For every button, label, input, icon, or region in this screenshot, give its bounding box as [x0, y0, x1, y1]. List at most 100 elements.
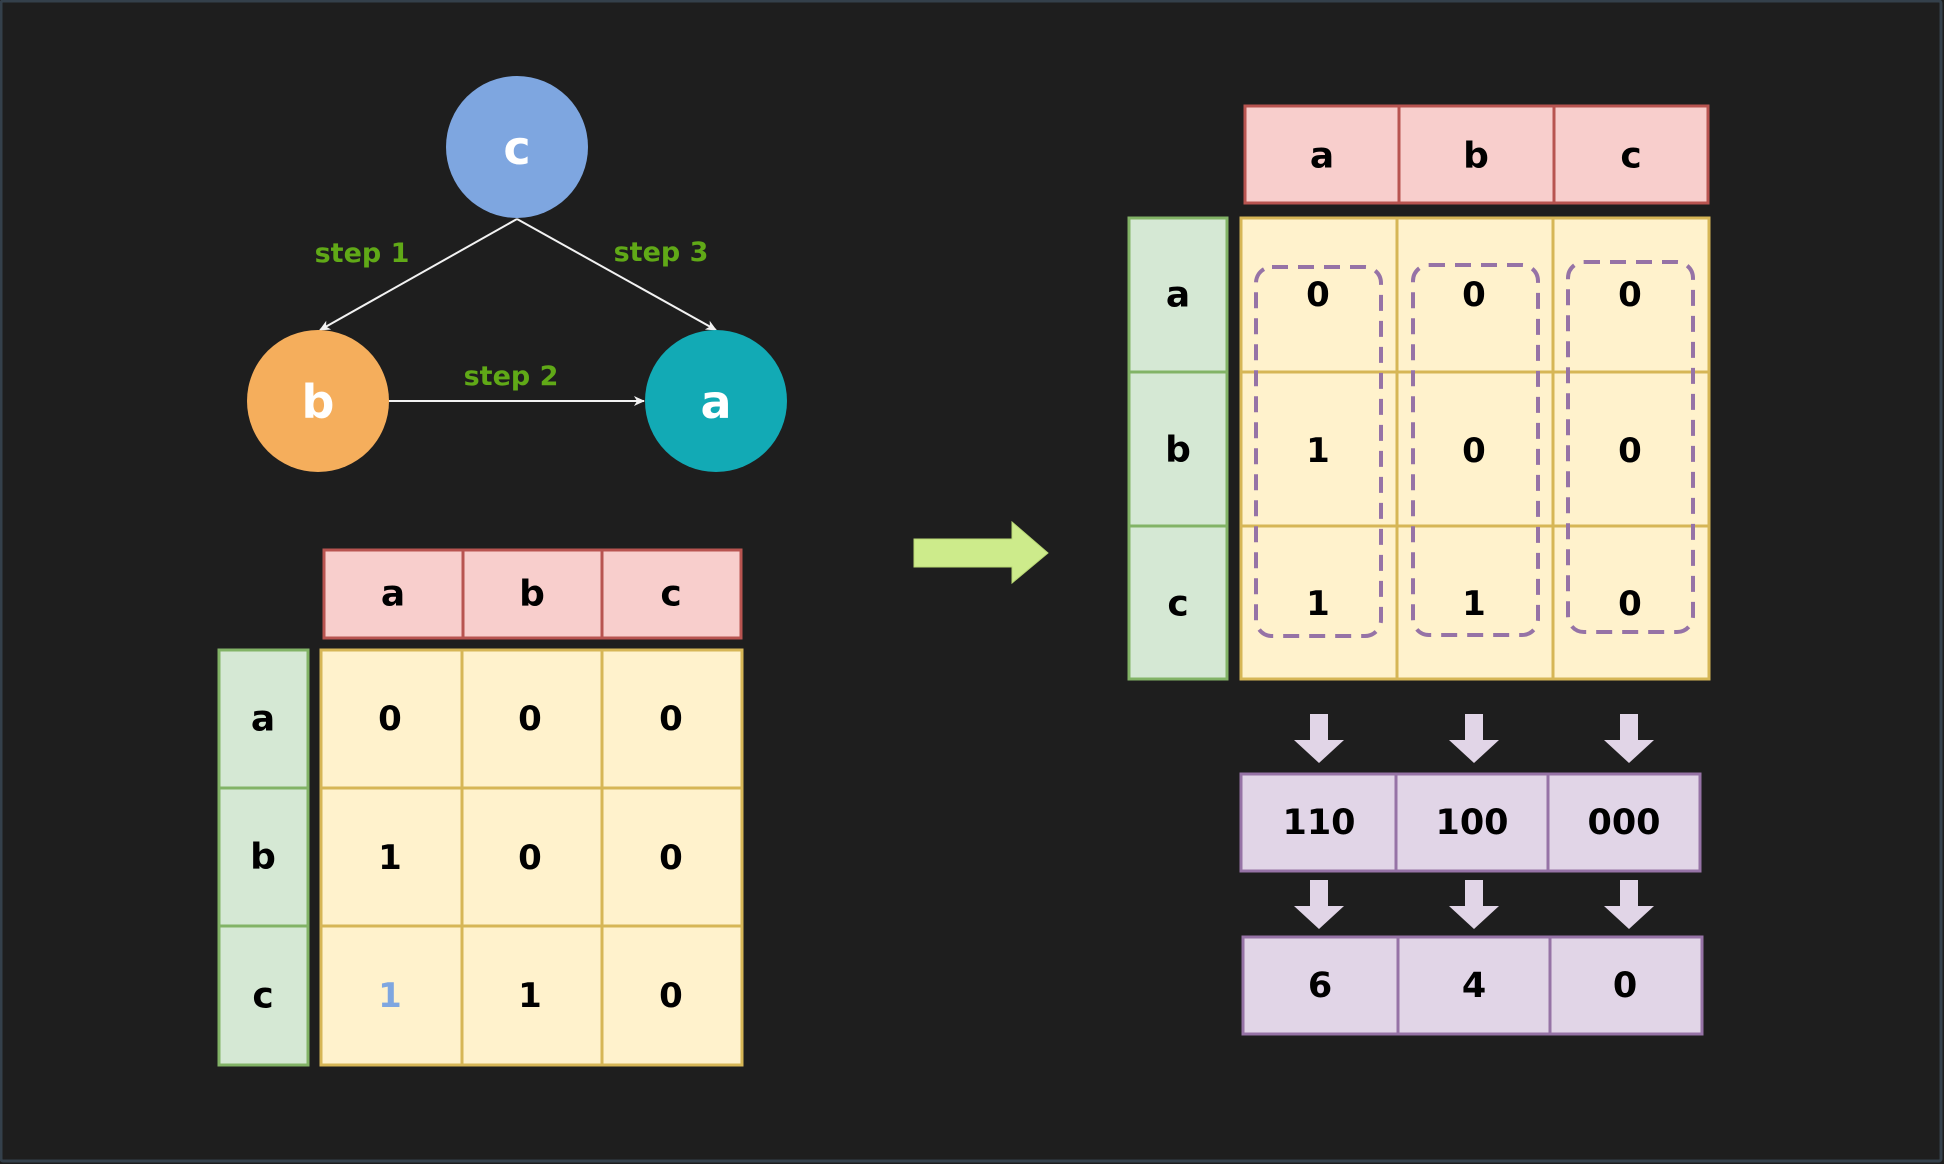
- left-matrix-cell: 0: [600, 648, 744, 790]
- right-matrix-cell-value: 1: [1306, 431, 1330, 471]
- down-arrow: [1604, 880, 1654, 929]
- node-c: c: [446, 76, 588, 218]
- right-matrix-cell-value: 0: [1618, 275, 1642, 315]
- left-matrix-row-header-b: b: [217, 786, 310, 928]
- decimal-value-cell: 6: [1241, 935, 1400, 1036]
- left-matrix-cell-value: 0: [518, 838, 542, 878]
- node-a: a: [645, 330, 787, 472]
- right-matrix-row-header-b: b: [1127, 370, 1229, 528]
- left-matrix-row-label: c: [252, 976, 273, 1017]
- node-c-label: c: [503, 121, 530, 175]
- down-arrow: [1604, 714, 1654, 763]
- binary-code-cell: 100: [1394, 772, 1550, 873]
- decimal-value: 6: [1308, 966, 1332, 1006]
- right-matrix-row-label: a: [1166, 275, 1190, 316]
- decimal-value-cell: 0: [1548, 935, 1704, 1036]
- left-matrix-row-label: b: [250, 837, 276, 878]
- left-matrix-column-header-c: c: [600, 548, 743, 640]
- decimal-value: 4: [1462, 966, 1486, 1006]
- down-arrow: [1449, 880, 1499, 929]
- left-matrix-row-header-a: a: [217, 648, 310, 790]
- down-arrows-row-1: [1294, 714, 1654, 763]
- node-c-circle: [446, 76, 588, 218]
- left-matrix-cell-value: 0: [518, 699, 542, 739]
- left-matrix-cell: 0: [460, 786, 604, 928]
- right-matrix-cell: 0: [1239, 216, 1399, 374]
- right-matrix: a b c a b c 0 0: [1127, 104, 1711, 681]
- right-matrix-cell: 0: [1551, 216, 1711, 374]
- right-matrix-cell: 0: [1551, 524, 1711, 681]
- node-a-circle: [645, 330, 787, 472]
- node-b: b: [247, 330, 389, 472]
- left-matrix-cell-value: 0: [659, 699, 683, 739]
- left-matrix-row-header-c: c: [217, 924, 310, 1067]
- left-matrix-cell-value: 0: [659, 976, 683, 1016]
- right-matrix-row-header-c: c: [1127, 524, 1229, 681]
- right-matrix-cell-value: 0: [1306, 275, 1330, 315]
- right-matrix-cell-value: 1: [1462, 584, 1486, 624]
- right-matrix-column-label: a: [1310, 136, 1334, 177]
- right-matrix-column-label: c: [1620, 136, 1641, 177]
- left-matrix-cell-highlighted: 1: [319, 924, 464, 1067]
- right-matrix-cell-value: 0: [1618, 584, 1642, 624]
- right-matrix-cell-value: 0: [1462, 431, 1486, 471]
- left-matrix-cell: 1: [319, 786, 464, 928]
- right-matrix-cell: 0: [1395, 370, 1555, 528]
- left-matrix-cell: 0: [600, 786, 744, 928]
- down-arrows-row-2: [1294, 880, 1654, 929]
- left-matrix-cell: 0: [319, 648, 464, 790]
- left-matrix-column-label: b: [519, 574, 545, 615]
- right-matrix-cell: 1: [1239, 524, 1399, 681]
- left-matrix-cell: 0: [600, 924, 744, 1067]
- binary-code-cell: 000: [1546, 772, 1702, 873]
- decimal-value-cell: 4: [1396, 935, 1552, 1036]
- right-matrix-cell-value: 1: [1306, 584, 1330, 624]
- right-matrix-row-label: c: [1167, 584, 1188, 625]
- edge-label-step-2: step 2: [464, 361, 559, 392]
- decimal-values: 6 4 0: [1241, 935, 1704, 1036]
- column-group-outline-c: [1566, 260, 1695, 634]
- right-matrix-column-header-a: a: [1243, 104, 1401, 205]
- right-matrix-column-label: b: [1463, 136, 1489, 177]
- right-matrix-cell: 0: [1395, 216, 1555, 374]
- right-matrix-cell-value: 0: [1462, 275, 1486, 315]
- right-matrix-column-header-b: b: [1397, 104, 1556, 205]
- left-matrix-cell: 1: [460, 924, 604, 1067]
- edge-label-step-3: step 3: [614, 237, 709, 268]
- right-matrix-row-label: b: [1165, 430, 1191, 471]
- edge-c-to-b: [319, 218, 518, 331]
- right-matrix-cell-value: 0: [1618, 431, 1642, 471]
- binary-code-cell: 110: [1239, 772, 1398, 873]
- down-arrow: [1294, 880, 1344, 929]
- left-matrix-row-label: a: [251, 699, 275, 740]
- column-group-outline-a: [1254, 265, 1383, 638]
- left-matrix-cell-value: 0: [378, 699, 402, 739]
- node-b-circle: [247, 330, 389, 472]
- left-matrix-column-label: a: [381, 574, 405, 615]
- left-matrix-cell-value: 0: [659, 838, 683, 878]
- left-matrix-cell-value: 1: [518, 976, 542, 1016]
- node-b-label: b: [302, 375, 335, 429]
- left-matrix-column-header-b: b: [461, 548, 604, 640]
- right-matrix-cell: 0: [1551, 370, 1711, 528]
- edge-label-step-1: step 1: [315, 238, 410, 269]
- binary-code-value: 000: [1587, 803, 1660, 843]
- left-matrix-cell: 0: [460, 648, 604, 790]
- left-matrix: a b c a b c 0 0: [217, 548, 744, 1067]
- left-matrix-cell-value: 1: [378, 838, 402, 878]
- right-matrix-cell: 1: [1395, 524, 1555, 681]
- node-a-label: a: [700, 375, 731, 429]
- binary-code-value: 110: [1282, 803, 1355, 843]
- decimal-value: 0: [1613, 966, 1637, 1006]
- edge-c-to-a: [516, 218, 717, 331]
- left-matrix-column-label: c: [660, 574, 681, 615]
- down-arrow: [1449, 714, 1499, 763]
- left-matrix-cell-value-highlighted: 1: [378, 976, 402, 1016]
- left-matrix-column-header-a: a: [322, 548, 465, 640]
- right-matrix-cell: 1: [1239, 370, 1399, 528]
- right-matrix-row-header-a: a: [1127, 216, 1229, 374]
- column-group-outline-b: [1411, 263, 1540, 637]
- binary-code-value: 100: [1435, 803, 1508, 843]
- binary-codes: 110 100 000: [1239, 772, 1702, 873]
